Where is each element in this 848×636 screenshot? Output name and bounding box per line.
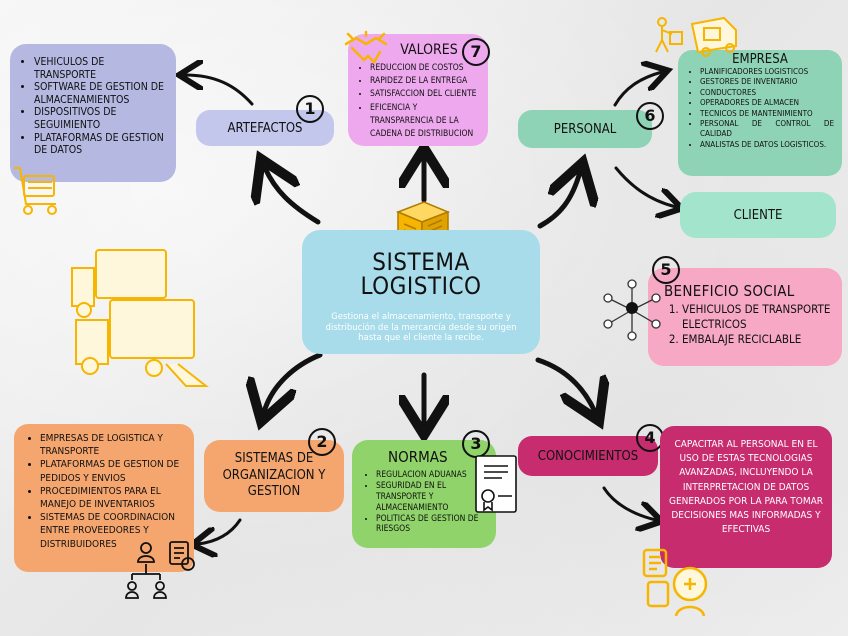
- artefactos-label: ARTEFACTOS: [228, 121, 303, 136]
- artefactos-list: VEHICULOS DE TRANSPORTE SOFTWARE DE GEST…: [20, 56, 168, 157]
- personal-tag: PERSONAL: [518, 110, 652, 148]
- list-item: RAPIDEZ DE LA ENTREGA: [370, 75, 482, 88]
- contract-icon: [472, 452, 522, 516]
- truck-icon: [66, 244, 216, 394]
- org-chart-icon: [124, 540, 200, 604]
- list-item: ANALISTAS DE DATOS LOGISTICOS.: [700, 140, 834, 150]
- list-item: GESTORES DE INVENTARIO: [700, 77, 834, 87]
- sistemas-label: SISTEMAS DE ORGANIZACION Y GESTION: [214, 451, 334, 502]
- personal-label: PERSONAL: [554, 122, 616, 137]
- normas-list: REGULACION ADUANAS SEGURIDAD EN EL TRANS…: [362, 470, 488, 535]
- empresa-box: EMPRESA PLANIFICADORES LOGISTICOS GESTOR…: [678, 50, 842, 176]
- list-item: SATISFACCION DEL CLIENTE: [370, 88, 482, 101]
- arrow-to-sistemas: [264, 355, 320, 412]
- list-item: VEHICULOS DE TRANSPORTE: [34, 56, 168, 81]
- sistemas-list: EMPRESAS DE LOGISTICA Y TRANSPORTE PLATA…: [26, 432, 186, 551]
- idea-icon: [640, 546, 716, 620]
- list-item: PERSONAL DE CONTROL DE CALIDAD: [700, 119, 834, 140]
- list-item: EFICENCIA Y TRANSPARENCIA DE LA CADENA D…: [370, 102, 482, 142]
- list-item: POLITICAS DE GESTION DE RIESGOS: [376, 514, 488, 536]
- beneficio-box: BENEFICIO SOCIAL VEHICULOS DE TRANSPORTE…: [648, 268, 842, 366]
- handshake-icon: [344, 30, 388, 70]
- delivery-icon: [652, 12, 748, 60]
- valores-list: REDUCCION DE COSTOS RAPIDEZ DE LA ENTREG…: [356, 62, 482, 141]
- list-item: PLATAFORMAS DE GESTION DE DATOS: [34, 132, 168, 157]
- list-item: CONDUCTORES: [700, 88, 834, 98]
- center-description: Gestiona el almacenamiento, transporte y…: [316, 312, 526, 344]
- list-item: EMPRESAS DE LOGISTICA Y TRANSPORTE: [40, 432, 186, 458]
- arrow-conocimientos-text: [604, 488, 656, 520]
- number-badge-2: 2: [308, 428, 336, 456]
- arrow-sistemas-list: [198, 520, 240, 544]
- list-item: DISPOSITIVOS DE SEGUIMIENTO: [34, 106, 168, 131]
- arrow-to-conocimientos: [538, 360, 595, 412]
- list-item: EMBALAJE RECICLABLE: [682, 332, 836, 347]
- beneficio-list: VEHICULOS DE TRANSPORTE ELECTRICOS EMBAL…: [664, 302, 836, 347]
- number-badge-6: 6: [636, 102, 664, 130]
- list-item: VEHICULOS DE TRANSPORTE ELECTRICOS: [682, 302, 836, 332]
- empresa-list: PLANIFICADORES LOGISTICOS GESTORES DE IN…: [686, 67, 834, 150]
- arrow-personal-empresa: [615, 72, 662, 105]
- list-item: OPERADORES DE ALMACEN: [700, 98, 834, 108]
- list-item: PLANIFICADORES LOGISTICOS: [700, 67, 834, 77]
- list-item: PLATAFORMAS DE GESTION DE PEDIDOS Y ENVI…: [40, 458, 186, 484]
- network-icon: [600, 276, 664, 344]
- conocimientos-label: CONOCIMIENTOS: [538, 449, 638, 464]
- cliente-tag: CLIENTE: [680, 192, 836, 238]
- arrow-to-artefactos: [265, 168, 318, 222]
- arrow-personal-cliente: [616, 168, 676, 207]
- list-item: PROCEDIMIENTOS PARA EL MANEJO DE INVENTA…: [40, 485, 186, 511]
- cart-icon: [6, 160, 66, 220]
- arrow-artefactos-list: [185, 75, 252, 104]
- list-item: TECNICOS DE MANTENIMIENTO: [700, 109, 834, 119]
- list-item: SOFTWARE DE GESTION DE ALMACENAMIENTOS: [34, 81, 168, 106]
- center-title: SISTEMA LOGISTICO: [316, 250, 526, 298]
- number-badge-7: 7: [462, 38, 490, 66]
- arrow-to-personal: [540, 172, 580, 226]
- beneficio-title: BENEFICIO SOCIAL: [664, 282, 836, 300]
- conocimientos-text: CAPACITAR AL PERSONAL EN EL USO DE ESTAS…: [669, 439, 823, 535]
- center-node: SISTEMA LOGISTICO Gestiona el almacenami…: [302, 230, 540, 354]
- number-badge-1: 1: [296, 95, 324, 123]
- cliente-label: CLIENTE: [734, 208, 783, 223]
